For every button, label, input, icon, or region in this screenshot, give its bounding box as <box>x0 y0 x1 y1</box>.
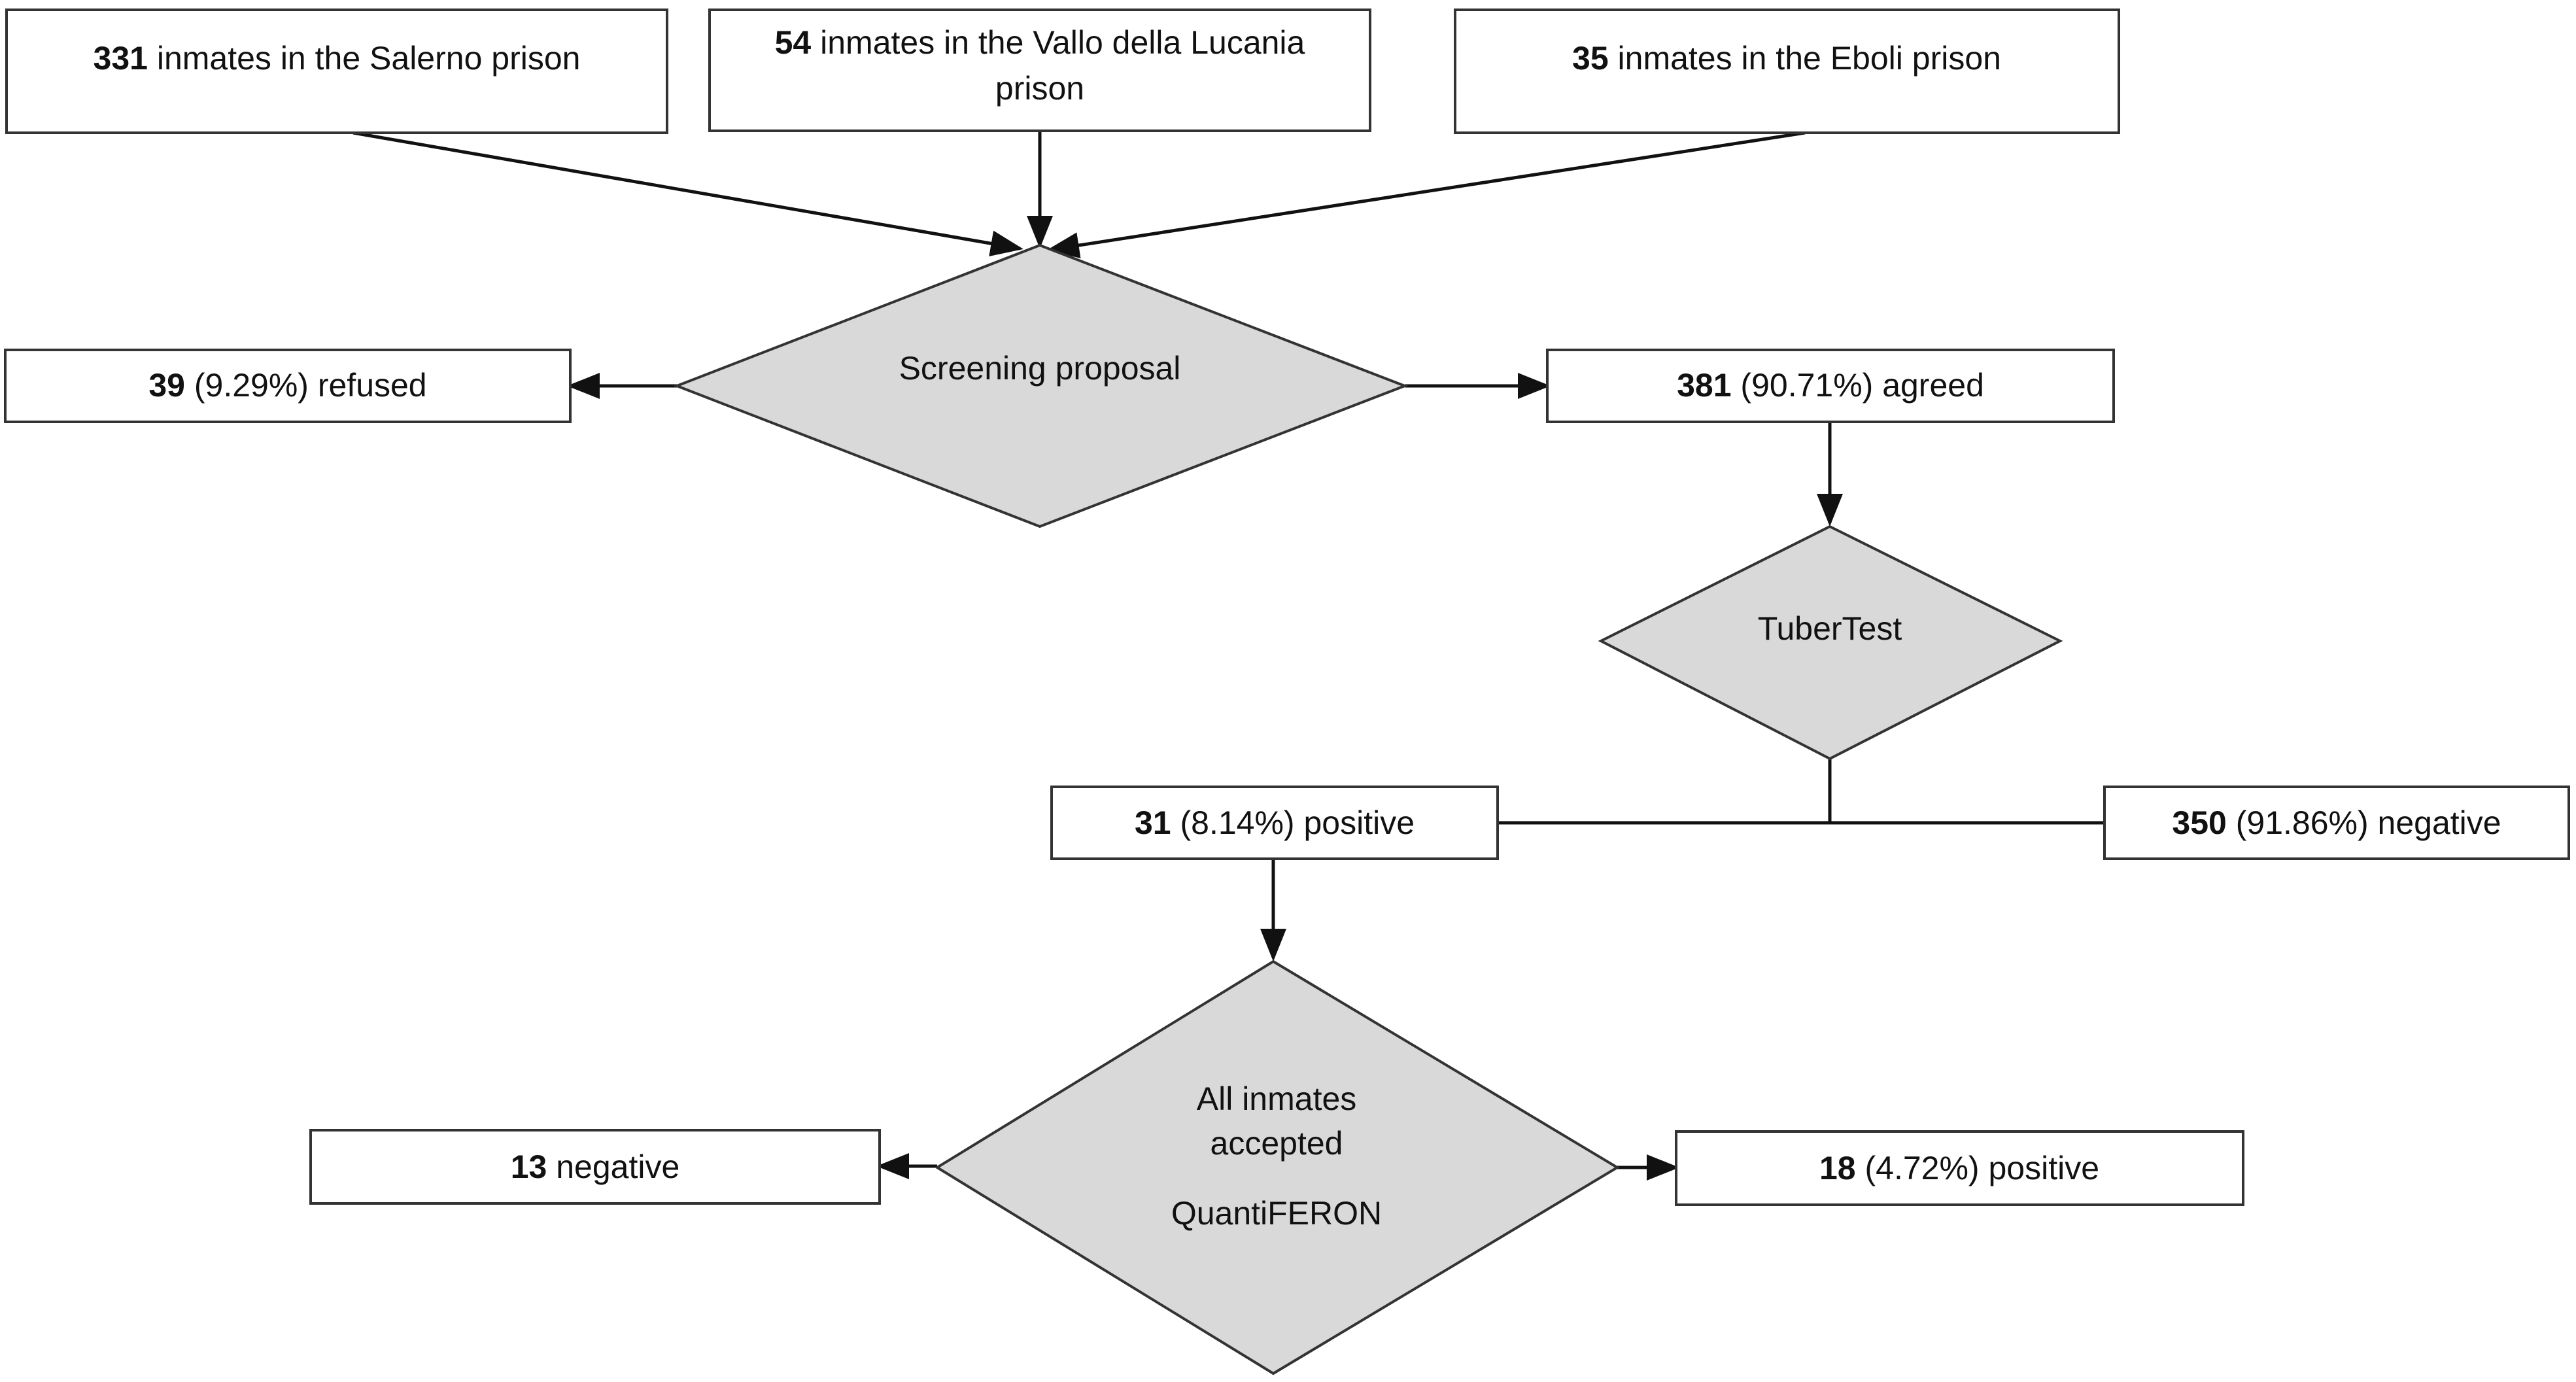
agreed-count: 381 <box>1677 367 1731 404</box>
screening-label: Screening proposal <box>899 350 1181 387</box>
tubertest-label: TuberTest <box>1758 610 1902 647</box>
refused-count: 39 <box>148 367 185 404</box>
agreed-label: (90.71%) agreed <box>1732 367 1984 404</box>
node-agreed: 381 (90.71%) agreed <box>1546 349 2115 423</box>
node-tst-positive: 31 (8.14%) positive <box>1050 786 1499 860</box>
tst-negative-label: (91.86%) negative <box>2227 804 2501 841</box>
quantiferon-label-line1: All inmates <box>1197 1080 1357 1117</box>
salerno-label: inmates in the Salerno prison <box>148 40 580 77</box>
node-vallo: 54 inmates in the Vallo della Lucania pr… <box>708 9 1371 132</box>
svg-text:18 (4.72%) positive: 18 (4.72%) positive <box>1819 1150 2099 1186</box>
quantiferon-label-line2: accepted <box>1211 1125 1343 1162</box>
svg-text:54 inmates in the Vallo della: 54 inmates in the Vallo della Lucania <box>775 24 1305 61</box>
node-screening: Screening proposal <box>673 243 1409 528</box>
svg-text:39 (9.29%) refused: 39 (9.29%) refused <box>148 367 426 404</box>
node-tst-negative: 350 (91.86%) negative <box>2103 786 2570 860</box>
vallo-label-line2: prison <box>995 70 1084 107</box>
quantiferon-label-line3: QuantiFERON <box>1171 1195 1382 1232</box>
svg-text:31 (8.14%) positive: 31 (8.14%) positive <box>1135 804 1415 841</box>
edge-eboli-to-screening <box>1046 131 1806 258</box>
node-quantiferon: All inmates accepted QuantiFERON <box>935 959 1620 1375</box>
edge-salerno-to-screening <box>352 131 1023 257</box>
qf-positive-count: 18 <box>1819 1150 1856 1186</box>
edges <box>352 131 2104 1181</box>
eboli-label: inmates in the Eboli prison <box>1609 40 2001 77</box>
node-eboli: 35 inmates in the Eboli prison <box>1454 9 2120 134</box>
node-qf-negative: 13 negative <box>309 1129 881 1205</box>
node-salerno: 331 inmates in the Salerno prison <box>5 9 668 134</box>
qf-negative-count: 13 <box>511 1149 547 1185</box>
svg-text:35 inmates in the Eboli prison: 35 inmates in the Eboli prison <box>1572 40 2001 77</box>
qf-negative-label: negative <box>547 1149 679 1185</box>
node-refused: 39 (9.29%) refused <box>4 349 572 423</box>
tst-negative-count: 350 <box>2172 804 2226 841</box>
svg-text:331 inmates in the Salerno pri: 331 inmates in the Salerno prison <box>94 40 581 77</box>
node-qf-positive: 18 (4.72%) positive <box>1675 1130 2244 1206</box>
tst-positive-count: 31 <box>1135 804 1171 841</box>
vallo-label-line1: inmates in the Vallo della Lucania <box>811 24 1305 61</box>
tst-positive-label: (8.14%) positive <box>1171 804 1415 841</box>
svg-text:13 negative: 13 negative <box>511 1149 680 1185</box>
vallo-count: 54 <box>775 24 812 61</box>
svg-text:381 (90.71%) agreed: 381 (90.71%) agreed <box>1677 367 1984 404</box>
eboli-count: 35 <box>1572 40 1609 77</box>
salerno-count: 331 <box>94 40 148 77</box>
svg-text:350 (91.86%) negative: 350 (91.86%) negative <box>2172 804 2501 841</box>
refused-label: (9.29%) refused <box>185 367 427 404</box>
qf-positive-label: (4.72%) positive <box>1856 1150 2099 1186</box>
node-tubertest: TuberTest <box>1598 525 2063 761</box>
